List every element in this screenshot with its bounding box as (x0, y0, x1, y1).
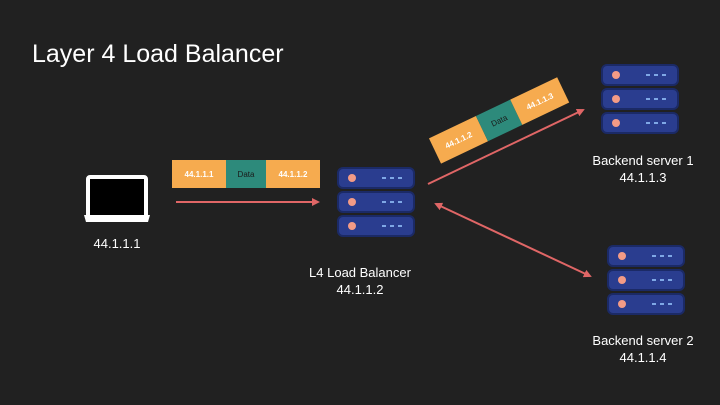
server-indicator (398, 225, 402, 227)
backend-server-2-icon (607, 245, 685, 315)
server-led (348, 222, 356, 230)
backend-1-name: Backend server 1 (592, 153, 694, 168)
server-indicator (660, 303, 664, 305)
server-led (618, 276, 626, 284)
server-indicator (652, 279, 656, 281)
server-indicator (660, 279, 664, 281)
server-unit (337, 215, 415, 237)
server-led (612, 71, 620, 79)
server-indicator (646, 122, 650, 124)
server-led (618, 300, 626, 308)
slide-title: Layer 4 Load Balancer (32, 40, 284, 68)
backend-2-name: Backend server 2 (592, 333, 694, 348)
packet-outgoing: 44.1.1.2 Data 44.1.1.3 (428, 77, 570, 164)
packet-incoming: 44.1.1.1 Data 44.1.1.2 (172, 160, 320, 188)
server-indicator (382, 225, 386, 227)
server-led (612, 119, 620, 127)
server-indicator (646, 98, 650, 100)
server-unit (601, 88, 679, 110)
server-indicator (662, 122, 666, 124)
server-led (612, 95, 620, 103)
server-unit (607, 293, 685, 315)
server-indicator (646, 74, 650, 76)
arrow-lb-to-backend1 (427, 108, 585, 185)
server-indicator (390, 177, 394, 179)
server-unit (601, 64, 679, 86)
backend-server-1-icon (601, 64, 679, 134)
server-led (348, 174, 356, 182)
server-unit (601, 112, 679, 134)
server-indicator (390, 225, 394, 227)
arrow-lb-backend2 (434, 202, 592, 278)
server-indicator (668, 279, 672, 281)
server-unit (607, 269, 685, 291)
packet-in-data: Data (226, 160, 266, 188)
server-led (348, 198, 356, 206)
server-indicator (660, 255, 664, 257)
load-balancer-label: L4 Load Balancer 44.1.1.2 (300, 264, 420, 298)
backend-2-ip: 44.1.1.4 (619, 350, 667, 365)
load-balancer-name: L4 Load Balancer (309, 265, 411, 280)
laptop-icon (84, 175, 150, 222)
server-indicator (662, 74, 666, 76)
backend-2-label: Backend server 2 44.1.1.4 (578, 332, 708, 366)
server-indicator (398, 177, 402, 179)
server-indicator (662, 98, 666, 100)
server-indicator (654, 74, 658, 76)
server-indicator (654, 98, 658, 100)
load-balancer-server-icon (337, 167, 415, 237)
server-unit (337, 167, 415, 189)
client-ip-label: 44.1.1.1 (93, 236, 141, 251)
server-indicator (668, 303, 672, 305)
server-indicator (668, 255, 672, 257)
packet-in-src: 44.1.1.1 (172, 160, 226, 188)
server-indicator (382, 201, 386, 203)
backend-1-ip: 44.1.1.3 (619, 170, 667, 185)
server-unit (337, 191, 415, 213)
server-indicator (398, 201, 402, 203)
server-indicator (382, 177, 386, 179)
server-indicator (390, 201, 394, 203)
server-indicator (652, 303, 656, 305)
server-unit (607, 245, 685, 267)
server-indicator (652, 255, 656, 257)
load-balancer-ip: 44.1.1.2 (336, 282, 384, 297)
server-indicator (654, 122, 658, 124)
server-led (618, 252, 626, 260)
packet-in-dst: 44.1.1.2 (266, 160, 320, 188)
backend-1-label: Backend server 1 44.1.1.3 (578, 152, 708, 186)
